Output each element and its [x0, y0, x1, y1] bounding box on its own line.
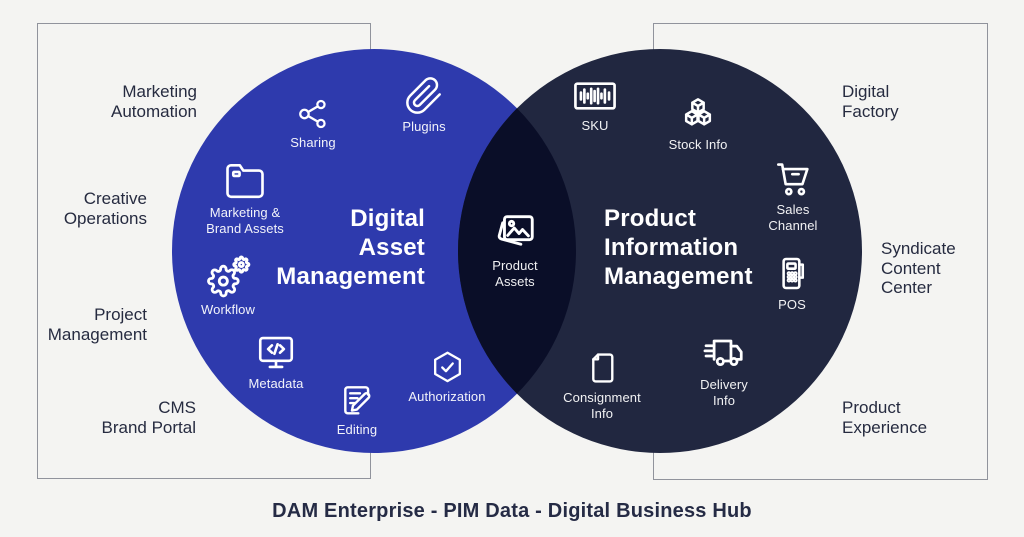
label-product-experience: Product Experience: [842, 398, 928, 437]
caption: DAM Enterprise - PIM Data - Digital Busi…: [272, 500, 752, 522]
label-digital-factory: Digital Factory: [842, 82, 899, 121]
label-cms-brand-portal: CMS Brand Portal: [101, 398, 197, 437]
pim-title: Product Information Management: [604, 205, 753, 290]
label-creative-operations: Creative Operations: [63, 189, 147, 228]
pim-circle: [458, 49, 862, 453]
dam-title: Digital Asset Management: [276, 205, 425, 290]
label-project-management: Project Management: [47, 305, 147, 344]
label-marketing-automation: Marketing Automation: [111, 82, 197, 121]
label-syndicate-content-center: Syndicate Content Center: [881, 239, 956, 297]
